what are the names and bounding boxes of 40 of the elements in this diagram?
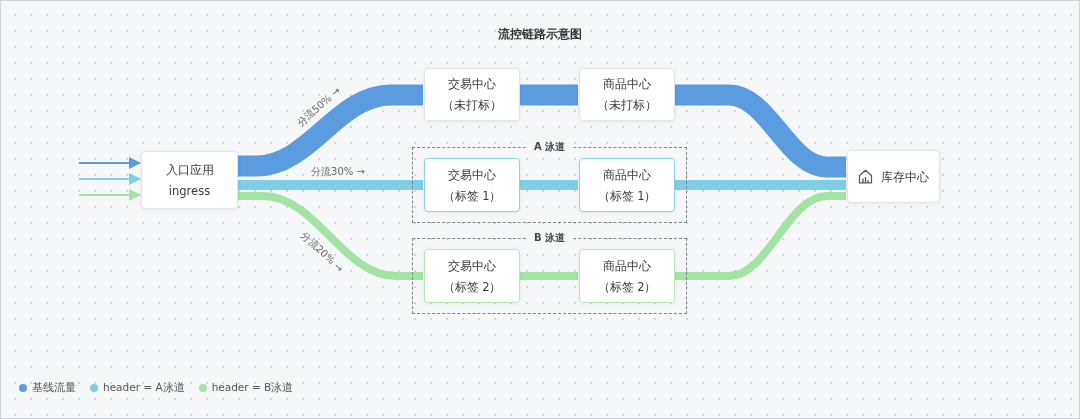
service-node <box>847 150 940 203</box>
edge-label: 分流30% → <box>309 166 367 178</box>
service-node <box>579 68 675 121</box>
legend-label: 基线流量 <box>32 381 76 394</box>
arrow <box>78 157 141 169</box>
node-subtitle: ingress <box>168 183 211 198</box>
node-title: 交易中心 <box>448 258 496 273</box>
node-subtitle: （标签 2） <box>597 279 657 294</box>
service-node <box>424 158 520 212</box>
flow-band <box>238 180 423 190</box>
node-title: 商品中心 <box>603 77 651 91</box>
lane-title: B 泳道 <box>525 231 574 245</box>
service-node <box>141 151 238 209</box>
lane-title: A 泳道 <box>525 140 574 154</box>
node-subtitle: （未打标） <box>442 98 502 112</box>
arrow <box>78 189 141 201</box>
node-title: 入口应用 <box>165 162 214 177</box>
flow-band <box>675 192 846 280</box>
node-title: 商品中心 <box>603 167 651 182</box>
service-node <box>424 68 520 121</box>
flow-band <box>675 180 846 190</box>
node-subtitle: （标签 1） <box>442 188 502 203</box>
flow-band <box>520 84 578 106</box>
node-title: 商品中心 <box>603 258 651 273</box>
flow-band <box>520 180 578 190</box>
legend-label: header = A泳道 <box>103 381 185 394</box>
node-title: 交易中心 <box>448 167 496 182</box>
service-node <box>579 158 675 212</box>
service-node <box>579 249 675 303</box>
node-subtitle: （未打标） <box>597 98 657 112</box>
legend-label: header = B泳道 <box>211 381 294 394</box>
node-subtitle: （标签 2） <box>442 279 502 294</box>
node-subtitle: （标签 1） <box>597 188 657 203</box>
diagram-title: 流控链路示意图 <box>498 26 582 43</box>
node-title: 交易中心 <box>448 77 496 91</box>
flow-band <box>238 192 423 280</box>
arrow <box>78 173 141 185</box>
service-node <box>424 249 520 303</box>
flow-band <box>520 272 578 280</box>
node-title: 库存中心 <box>881 169 929 184</box>
